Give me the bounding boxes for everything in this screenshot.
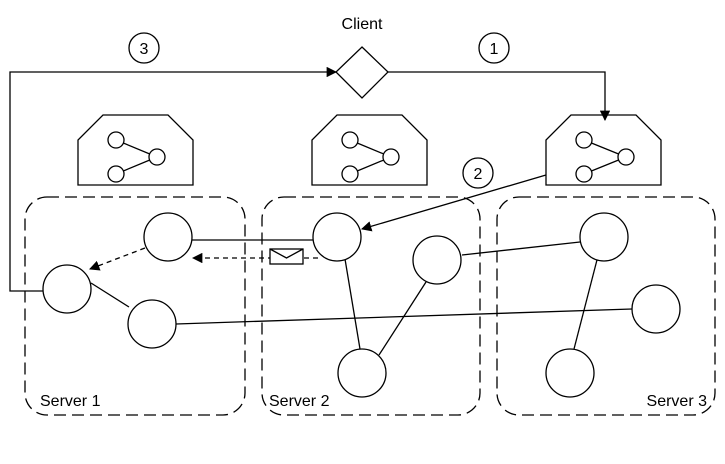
- envelope-icon: [269, 248, 304, 265]
- node-connections: [90, 239, 633, 356]
- flow-arrow-2: [361, 174, 547, 232]
- router-network-icon: [545, 114, 662, 186]
- flow-arrow-3: [9, 66, 338, 292]
- router-network-icon: [77, 114, 194, 186]
- node-circle: [337, 348, 387, 398]
- node-circle: [42, 264, 92, 314]
- node-circle: [545, 348, 595, 398]
- server-1-label: Server 1: [40, 393, 101, 410]
- client-label: Client: [342, 16, 383, 33]
- svg-text:2: 2: [474, 166, 483, 183]
- node-circle: [579, 212, 629, 262]
- svg-text:3: 3: [140, 41, 149, 58]
- message-arrow: [89, 247, 146, 271]
- step-badge-1: 1: [478, 32, 510, 64]
- router-network-icon: [311, 114, 428, 186]
- server-3-label: Server 3: [647, 393, 708, 410]
- node-circle: [127, 299, 177, 349]
- node-circle: [143, 212, 193, 262]
- node-circle: [631, 284, 681, 334]
- step-badge-2: 2: [462, 157, 494, 189]
- server-2-box: [261, 196, 481, 416]
- server-2-label: Server 2: [269, 393, 330, 410]
- client-diamond[interactable]: [335, 46, 389, 99]
- node-circle: [312, 212, 362, 262]
- server-3-box: [496, 196, 716, 416]
- node-circle: [412, 235, 462, 285]
- step-badge-3: 3: [128, 32, 160, 64]
- flow-arrow-1: [388, 71, 611, 122]
- svg-text:1: 1: [490, 41, 499, 58]
- server-1-box: [24, 196, 246, 416]
